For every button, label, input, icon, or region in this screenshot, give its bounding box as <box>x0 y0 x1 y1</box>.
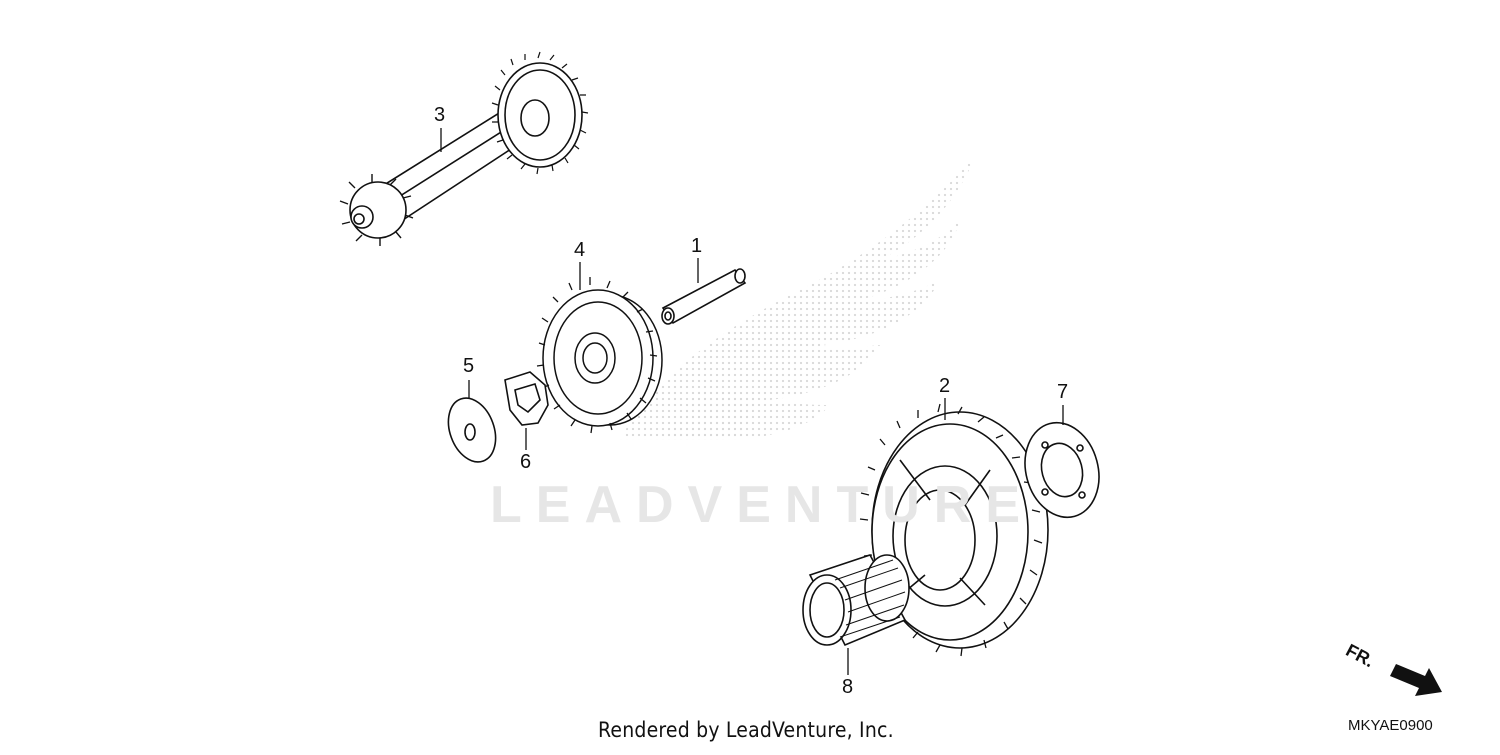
part-8-bearing <box>802 554 910 647</box>
callout-1: 1 <box>691 235 703 257</box>
callout-6: 6 <box>520 451 532 473</box>
footer-credit: Rendered by LeadVenture, Inc. <box>598 718 894 742</box>
part-1-pin <box>661 268 747 325</box>
part-2-large-gear <box>859 403 1049 657</box>
part-4-gear <box>536 277 663 434</box>
callout-5: 5 <box>463 355 475 377</box>
diagram-code: MKYAE0900 <box>1348 717 1433 734</box>
wing-watermark <box>620 155 975 440</box>
callout-7: 7 <box>1057 381 1069 403</box>
part-6-key <box>504 371 549 426</box>
callout-2: 2 <box>939 375 951 397</box>
part-5-washer <box>447 397 497 463</box>
callout-8: 8 <box>842 676 854 698</box>
part-7-plate <box>1024 421 1100 519</box>
callout-3: 3 <box>434 104 446 126</box>
watermark-logo: LEADVENTURE <box>490 476 1035 534</box>
callout-4: 4 <box>574 239 586 261</box>
leader-lines <box>440 128 1064 675</box>
front-arrow-icon <box>1390 664 1442 696</box>
part-3-shaft <box>339 51 589 246</box>
